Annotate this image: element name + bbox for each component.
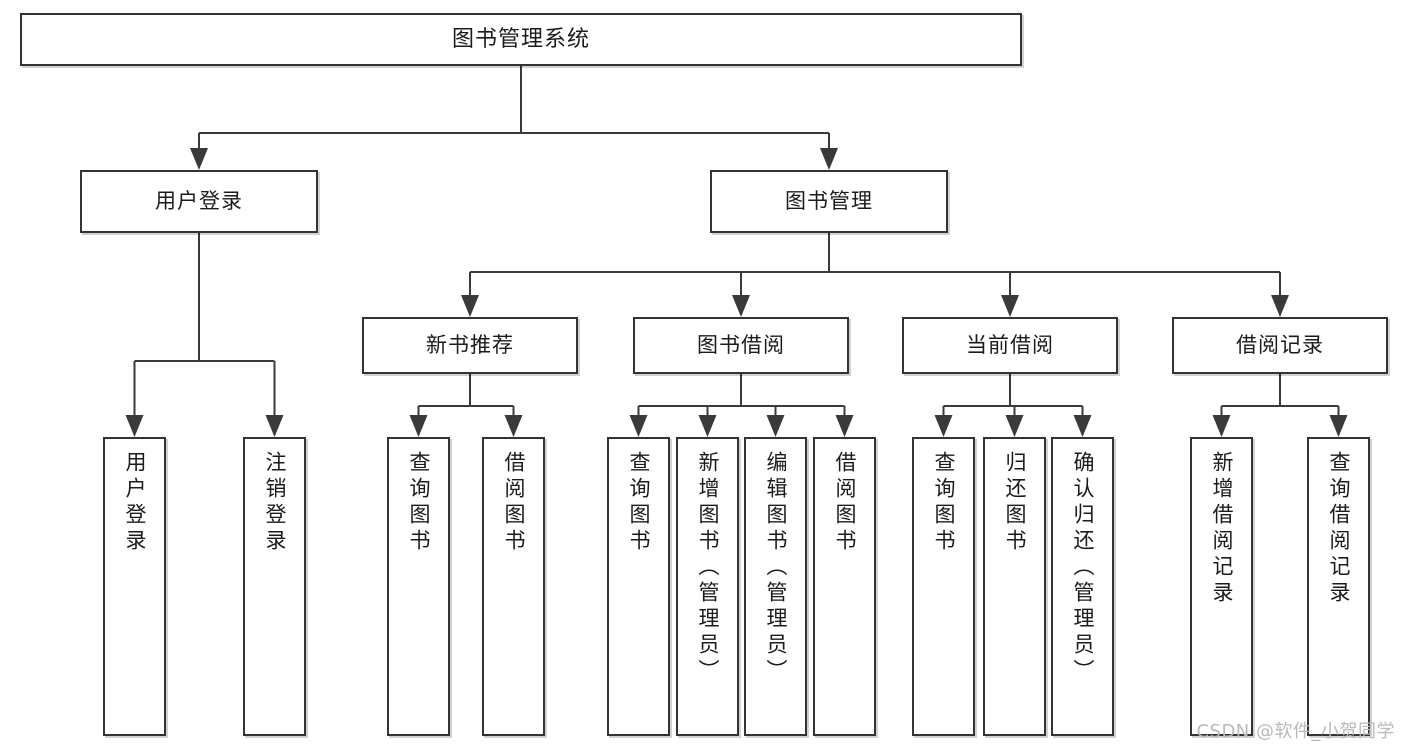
node-leaf-borrow-book-1[interactable]: 借阅图书 (482, 437, 545, 736)
node-leaf-add-book[interactable]: 新增图书（管理员） (676, 437, 739, 736)
node-leaf-return-book[interactable]: 归还图书 (983, 437, 1046, 736)
node-root[interactable]: 图书管理系统 (20, 13, 1022, 66)
node-leaf-query-record[interactable]: 查询借阅记录 (1307, 437, 1370, 736)
node-user-login[interactable]: 用户登录 (80, 170, 318, 233)
node-label: 借阅图书 (833, 451, 857, 555)
node-leaf-logout[interactable]: 注销登录 (243, 437, 306, 736)
arrowhead (409, 415, 428, 437)
node-label: 编辑图书（管理员） (764, 451, 788, 685)
node-leaf-user-login[interactable]: 用户登录 (103, 437, 166, 736)
arrowhead (766, 415, 785, 437)
arrowhead (125, 415, 144, 437)
node-book-manage[interactable]: 图书管理 (710, 170, 948, 233)
node-label: 图书借阅 (697, 333, 785, 358)
arrowhead (629, 415, 648, 437)
arrowhead (1001, 295, 1019, 317)
arrowhead (934, 415, 953, 437)
arrowhead (461, 295, 479, 317)
node-label: 用户登录 (123, 451, 147, 555)
node-label: 查询图书 (407, 451, 431, 555)
node-new-book-rec[interactable]: 新书推荐 (362, 317, 578, 374)
node-leaf-query-book-2[interactable]: 查询图书 (607, 437, 670, 736)
node-label: 归还图书 (1003, 451, 1027, 555)
node-label: 查询图书 (932, 451, 956, 555)
arrowhead (504, 415, 523, 437)
node-borrow-record[interactable]: 借阅记录 (1172, 317, 1388, 374)
node-label: 新书推荐 (426, 333, 514, 358)
node-label: 图书管理 (785, 189, 873, 214)
arrowhead (1005, 415, 1024, 437)
node-leaf-query-book-1[interactable]: 查询图书 (387, 437, 450, 736)
node-book-borrow[interactable]: 图书借阅 (633, 317, 849, 374)
arrowhead (1329, 415, 1348, 437)
arrowhead (1271, 295, 1289, 317)
arrowhead (835, 415, 854, 437)
node-label: 图书管理系统 (451, 26, 590, 52)
node-label: 注销登录 (263, 451, 287, 555)
node-leaf-borrow-book-2[interactable]: 借阅图书 (813, 437, 876, 736)
arrowhead (698, 415, 717, 437)
node-leaf-confirm-return[interactable]: 确认归还（管理员） (1051, 437, 1114, 736)
csdn-watermark: CSDN @软件_小贺同学 (1196, 721, 1395, 742)
node-label: 当前借阅 (966, 333, 1054, 358)
node-leaf-add-record[interactable]: 新增借阅记录 (1190, 437, 1253, 736)
node-label: 用户登录 (155, 189, 243, 214)
arrowhead (820, 148, 838, 170)
arrowhead (1073, 415, 1092, 437)
arrowhead (732, 295, 750, 317)
arrowhead (265, 415, 284, 437)
node-label: 借阅记录 (1236, 333, 1324, 358)
arrowhead (190, 148, 208, 170)
node-label: 查询借阅记录 (1327, 451, 1351, 607)
node-label: 新增图书（管理员） (696, 451, 720, 685)
node-label: 借阅图书 (502, 451, 526, 555)
node-leaf-edit-book[interactable]: 编辑图书（管理员） (744, 437, 807, 736)
arrowhead (1212, 415, 1231, 437)
node-label: 查询图书 (627, 451, 651, 555)
node-label: 新增借阅记录 (1210, 451, 1234, 607)
node-leaf-query-book-3[interactable]: 查询图书 (912, 437, 975, 736)
node-label: 确认归还（管理员） (1071, 451, 1095, 685)
node-current-borrow[interactable]: 当前借阅 (902, 317, 1118, 374)
